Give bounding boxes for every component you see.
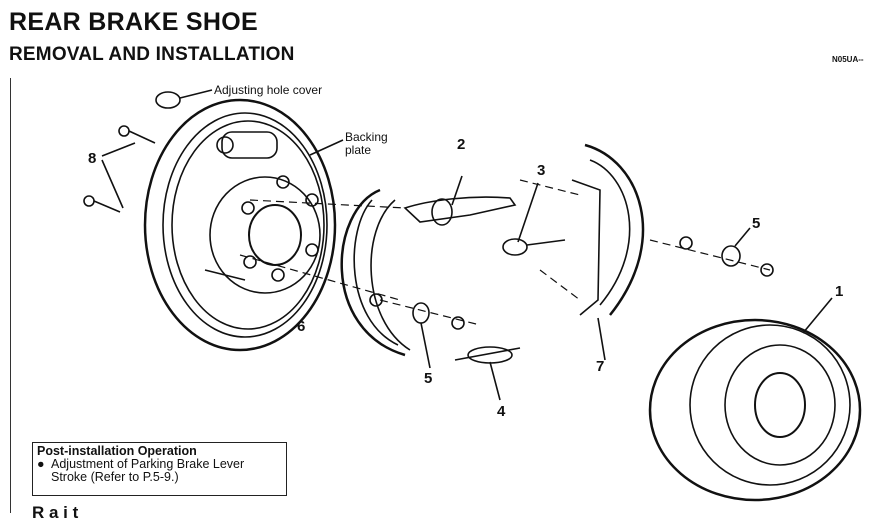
brake-shoe-left	[340, 188, 411, 357]
alignment-lines	[239, 179, 771, 326]
label-backing-plate-1: Backing	[345, 130, 388, 144]
note-heading: Post-installation Operation	[37, 444, 197, 458]
bullet-icon: ●	[37, 457, 45, 471]
adjuster	[403, 175, 517, 226]
note-item-line2: Stroke (Refer to P.5-9.)	[51, 470, 179, 484]
figure-code: N05UA--	[832, 55, 864, 64]
spring-lower	[454, 346, 521, 401]
backing-plate	[143, 98, 337, 352]
part-number-7: 7	[596, 358, 605, 375]
brake-shoe-right	[571, 143, 645, 361]
note-item-text: Adjustment of Parking Brake Lever Stroke…	[51, 458, 244, 484]
brake-drum	[648, 297, 862, 502]
part-number-1: 1	[835, 283, 844, 300]
hold-down-left	[369, 293, 465, 369]
part-number-8: 8	[88, 150, 97, 167]
part-number-5-left: 5	[424, 370, 433, 387]
adjusting-hole-cover	[155, 89, 213, 109]
hold-down-right	[679, 227, 774, 277]
part-number-6: 6	[297, 318, 306, 335]
note-item-line1: Adjustment of Parking Brake Lever	[51, 457, 245, 471]
bolts	[83, 125, 156, 213]
note-item: ● Adjustment of Parking Brake Lever Stro…	[37, 458, 282, 484]
part-number-5-right: 5	[752, 215, 761, 232]
label-backing-plate-2: plate	[345, 143, 372, 157]
cut-off-heading: R a i t	[32, 503, 79, 522]
section-title: REMOVAL AND INSTALLATION	[9, 44, 295, 65]
left-margin-rule	[10, 78, 11, 513]
post-installation-note: Post-installation Operation ● Adjustment…	[32, 442, 287, 496]
page-title: REAR BRAKE SHOE	[9, 8, 258, 36]
part-number-4: 4	[497, 403, 506, 420]
label-adjusting-hole-cover: Adjusting hole cover	[214, 83, 323, 97]
part-number-2: 2	[457, 136, 466, 153]
backing-plate-leader	[309, 139, 344, 156]
part-number-3: 3	[537, 162, 546, 179]
spring-small	[502, 182, 566, 256]
